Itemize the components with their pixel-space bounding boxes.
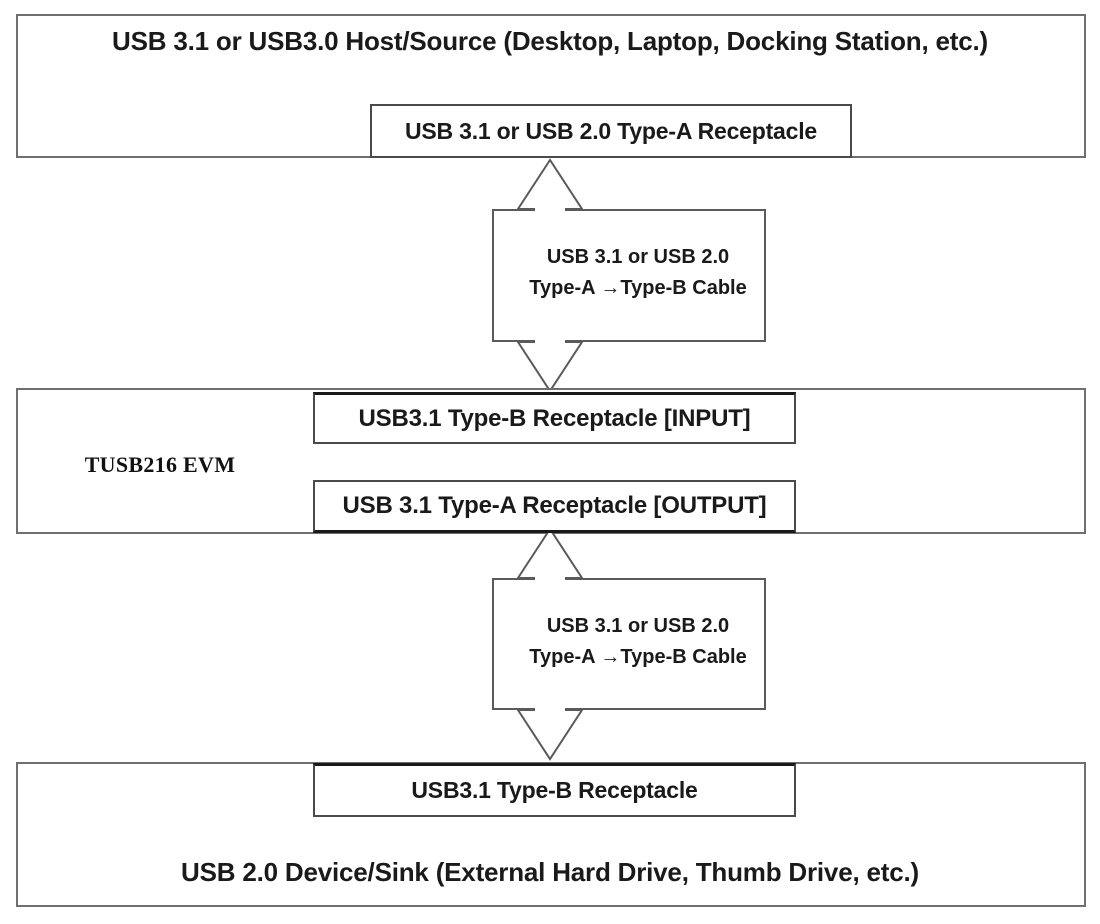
host-type-a-receptacle-label: USB 3.1 or USB 2.0 Type-A Receptacle	[404, 117, 818, 144]
device-type-b-receptacle-label: USB3.1 Type-B Receptacle	[411, 777, 698, 804]
upper-cable-connector: USB 3.1 or USB 2.0 Type-A →Type-B Cable	[492, 158, 783, 393]
lower-cable-label: USB 3.1 or USB 2.0 Type-A →Type-B Cable	[493, 611, 783, 673]
evm-input-receptacle-box: USB3.1 Type-B Receptacle [INPUT]	[313, 392, 796, 444]
host-type-a-receptacle-box: USB 3.1 or USB 2.0 Type-A Receptacle	[370, 104, 852, 158]
evm-output-receptacle-box: USB 3.1 Type-A Receptacle [OUTPUT]	[313, 480, 796, 533]
host-source-title: USB 3.1 or USB3.0 Host/Source (Desktop, …	[112, 26, 988, 56]
upper-cable-line-2: Type-A →Type-B Cable	[529, 277, 747, 299]
lower-cable-connector: USB 3.1 or USB 2.0 Type-A →Type-B Cable	[492, 527, 783, 761]
lower-cable-line-1: USB 3.1 or USB 2.0	[546, 615, 730, 637]
bidirectional-arrow-icon	[492, 527, 766, 761]
device-sink-title: USB 2.0 Device/Sink (External Hard Drive…	[181, 857, 919, 887]
evm-output-receptacle-label: USB 3.1 Type-A Receptacle [OUTPUT]	[342, 492, 767, 520]
lower-cable-line-2: Type-A →Type-B Cable	[529, 646, 747, 668]
upper-cable-label: USB 3.1 or USB 2.0 Type-A →Type-B Cable	[493, 242, 783, 304]
device-type-b-receptacle-box: USB3.1 Type-B Receptacle	[313, 763, 796, 817]
evm-input-receptacle-label: USB3.1 Type-B Receptacle [INPUT]	[358, 404, 751, 432]
tusb216-evm-label: TUSB216 EVM	[84, 452, 236, 477]
upper-cable-line-1: USB 3.1 or USB 2.0	[546, 246, 730, 268]
